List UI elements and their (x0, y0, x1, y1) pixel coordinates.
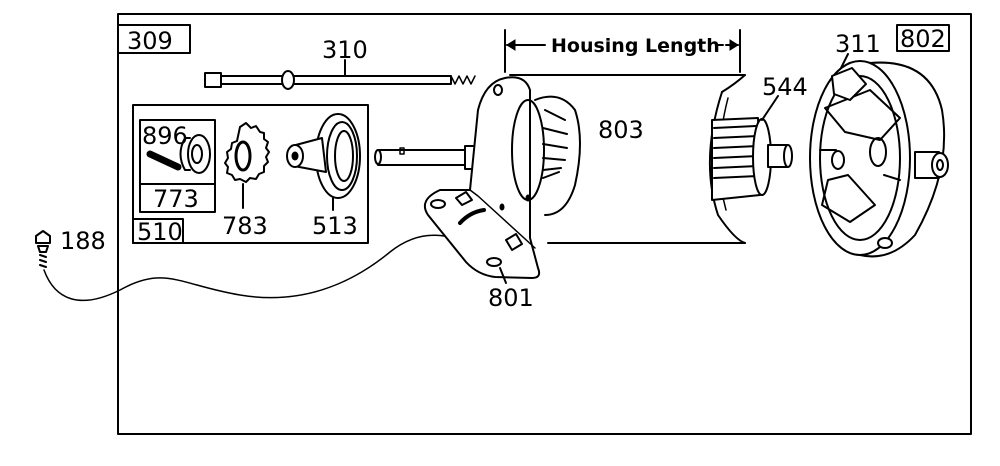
label-896: 896 (142, 122, 188, 150)
assembly-label-box (117, 24, 191, 54)
label-803: 803 (598, 116, 644, 144)
pinion-gear (224, 122, 270, 183)
commutator-end-cap (809, 60, 949, 258)
label-801: 801 (488, 284, 534, 312)
roll-pin-box (139, 119, 216, 213)
armature-commutator (711, 117, 793, 201)
label-housing-length: Housing Length (551, 35, 720, 57)
label-309: 309 (127, 27, 173, 55)
roll-pin (146, 150, 182, 171)
drive-kit-box (132, 104, 369, 244)
screw-path-line (43, 234, 493, 302)
diagram-frame (117, 13, 972, 435)
drive-end-cap (424, 76, 581, 279)
pinion-retainer (179, 134, 211, 174)
drive-kit-label-box (132, 218, 184, 244)
label-311: 311 (835, 30, 881, 58)
end-cap-label-box (896, 24, 950, 52)
leader-544 (761, 95, 779, 121)
through-bolt (204, 70, 476, 90)
screw (35, 230, 51, 268)
helix (286, 113, 361, 199)
label-783: 783 (222, 212, 268, 240)
label-773: 773 (153, 185, 199, 213)
label-188: 188 (60, 227, 106, 255)
label-802: 802 (900, 25, 946, 53)
label-310: 310 (322, 36, 368, 64)
leader-801 (499, 267, 507, 284)
label-510: 510 (137, 218, 183, 246)
label-513: 513 (312, 212, 358, 240)
housing-length-dimension (504, 29, 741, 73)
label-544: 544 (762, 73, 808, 101)
